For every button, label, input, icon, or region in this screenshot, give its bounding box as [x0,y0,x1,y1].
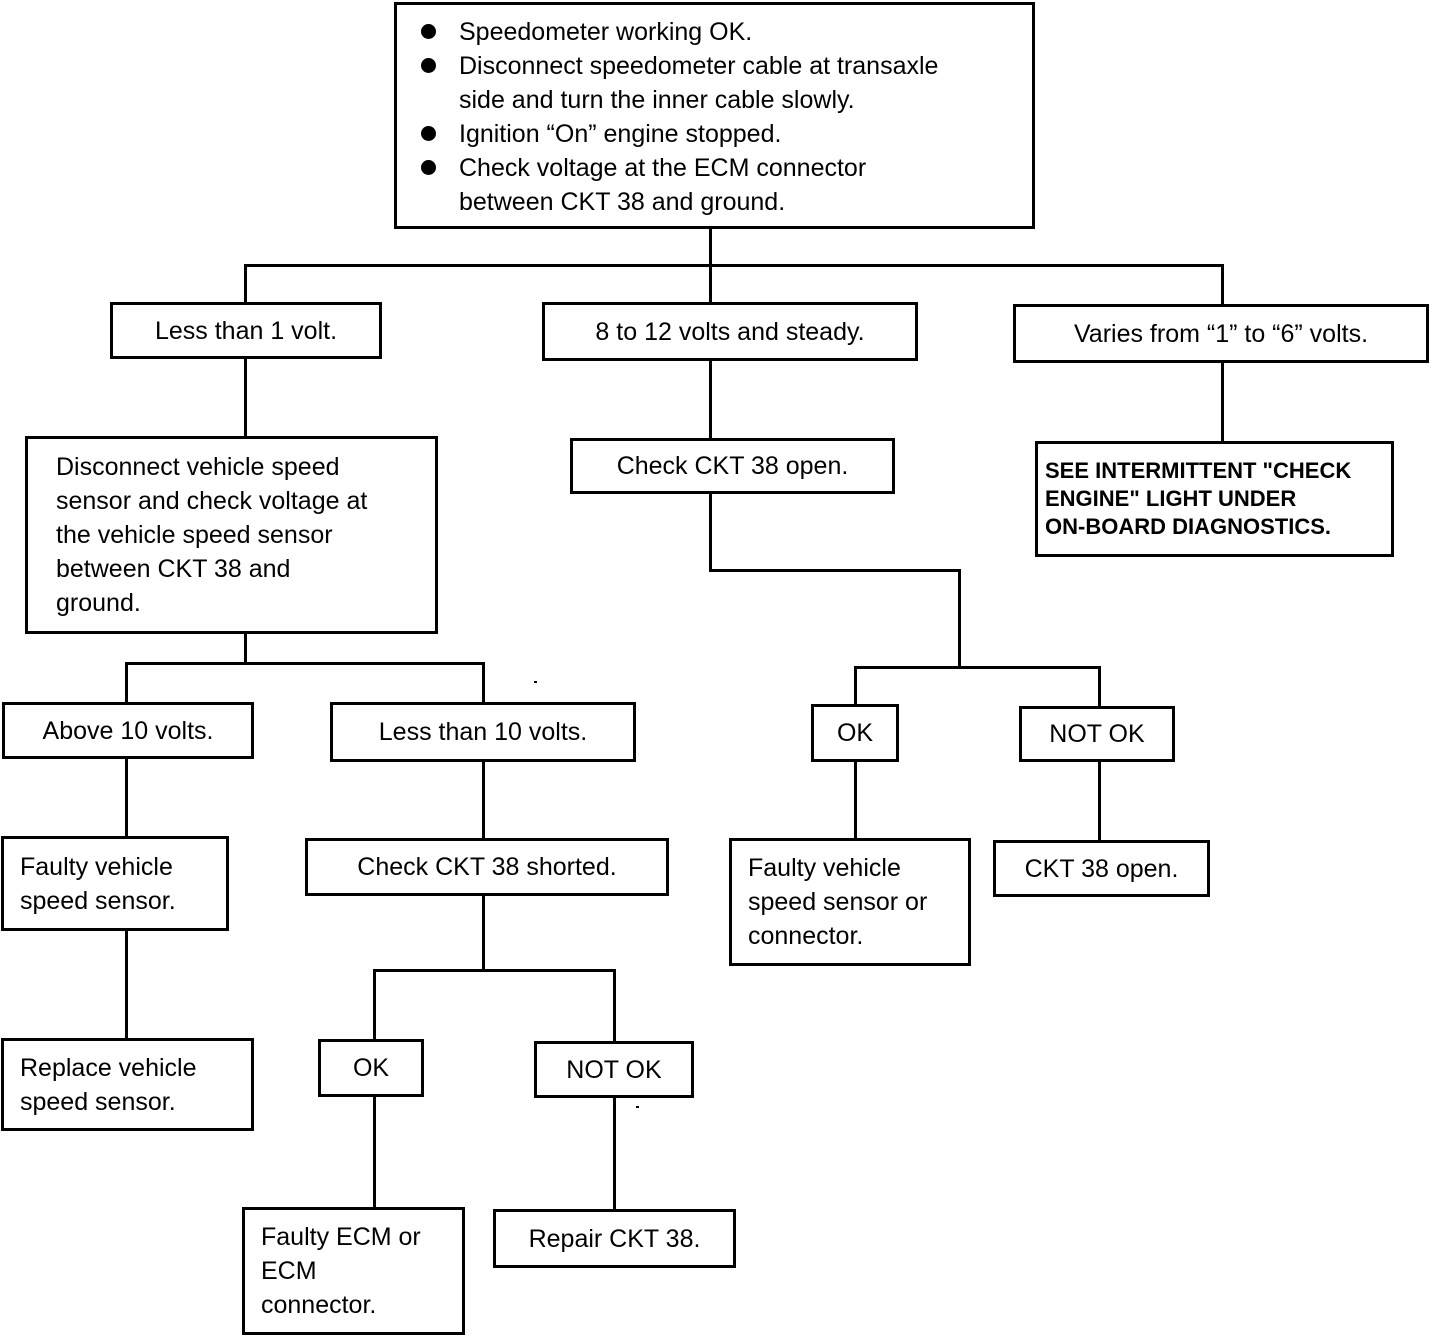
middle-ok-box: OK [811,704,899,762]
initial-steps-box: Speedometer working OK. Disconnect speed… [394,2,1035,229]
connector-line [482,662,485,704]
connector-line [373,969,376,1041]
connector-line [613,969,616,1043]
connector-line [482,760,485,840]
left-ok-box: OK [318,1039,424,1097]
connector-line [709,227,712,266]
connector-line [613,1095,616,1211]
connector-line [854,666,857,706]
connector-line [125,662,485,665]
bullet-dot-icon [421,126,436,141]
step-item: Ignition “On” engine stopped. [421,117,1032,151]
connector-line [709,264,712,304]
step-text: Speedometer working OK. [459,18,753,46]
connector-line [1221,264,1224,306]
connector-line [244,356,247,438]
see-intermittent-box: SEE INTERMITTENT "CHECK ENGINE" LIGHT UN… [1035,441,1394,557]
check-ckt-38-shorted-box: Check CKT 38 shorted. [305,838,669,896]
connector-line [1098,666,1101,708]
step-text: Ignition “On” engine stopped. [459,120,782,148]
step-text: Disconnect speedometer cable at transaxl… [459,52,939,114]
bullet-dot-icon [421,160,436,175]
check-ckt-38-open-box: Check CKT 38 open. [570,438,895,494]
connector-line [244,264,1224,267]
less-than-1-volt-box: Less than 1 volt. [110,302,382,359]
connector-line [244,631,247,664]
connector-line [709,358,712,440]
replace-vss-box: Replace vehicle speed sensor. [1,1038,254,1131]
varies-1-6-volts-box: Varies from “1” to “6” volts. [1013,304,1429,363]
step-item: Disconnect speedometer cable at transaxl… [421,49,1032,117]
bullet-dot-icon [421,24,436,39]
step-text: Check voltage at the ECM connector betwe… [459,154,867,216]
scan-speck [636,1106,639,1108]
connector-line [854,666,1101,669]
connector-line [373,969,616,972]
disconnect-vss-box: Disconnect vehicle speed sensor and chec… [25,436,438,634]
faulty-ecm-box: Faulty ECM or ECM connector. [242,1207,465,1335]
connector-line [125,756,128,838]
step-item: Speedometer working OK. [421,15,1032,49]
middle-not-ok-box: NOT OK [1019,706,1175,762]
repair-ckt-38-box: Repair CKT 38. [493,1209,736,1268]
above-10-volts-box: Above 10 volts. [2,702,254,759]
steady-8-12-volts-box: 8 to 12 volts and steady. [542,302,918,361]
ckt-38-open-result-box: CKT 38 open. [993,840,1210,897]
connector-line [854,760,857,842]
connector-line [1221,360,1224,444]
connector-line [1098,760,1101,842]
connector-line [709,491,712,571]
connector-line [958,569,961,668]
initial-steps-list: Speedometer working OK. Disconnect speed… [397,5,1032,219]
connector-line [125,928,128,1040]
connector-line [373,1095,376,1209]
connector-line [125,662,128,704]
less-than-10-volts-box: Less than 10 volts. [330,702,636,762]
bullet-dot-icon [421,58,436,73]
faulty-vss-box: Faulty vehicle speed sensor. [1,836,229,931]
scan-speck [534,681,537,683]
left-not-ok-box: NOT OK [534,1041,694,1098]
connector-line [482,893,485,971]
connector-line [244,264,247,304]
connector-line [709,569,961,572]
step-item: Check voltage at the ECM connector betwe… [421,151,1032,219]
faulty-vss-or-connector-box: Faulty vehicle speed sensor or connector… [729,838,971,966]
